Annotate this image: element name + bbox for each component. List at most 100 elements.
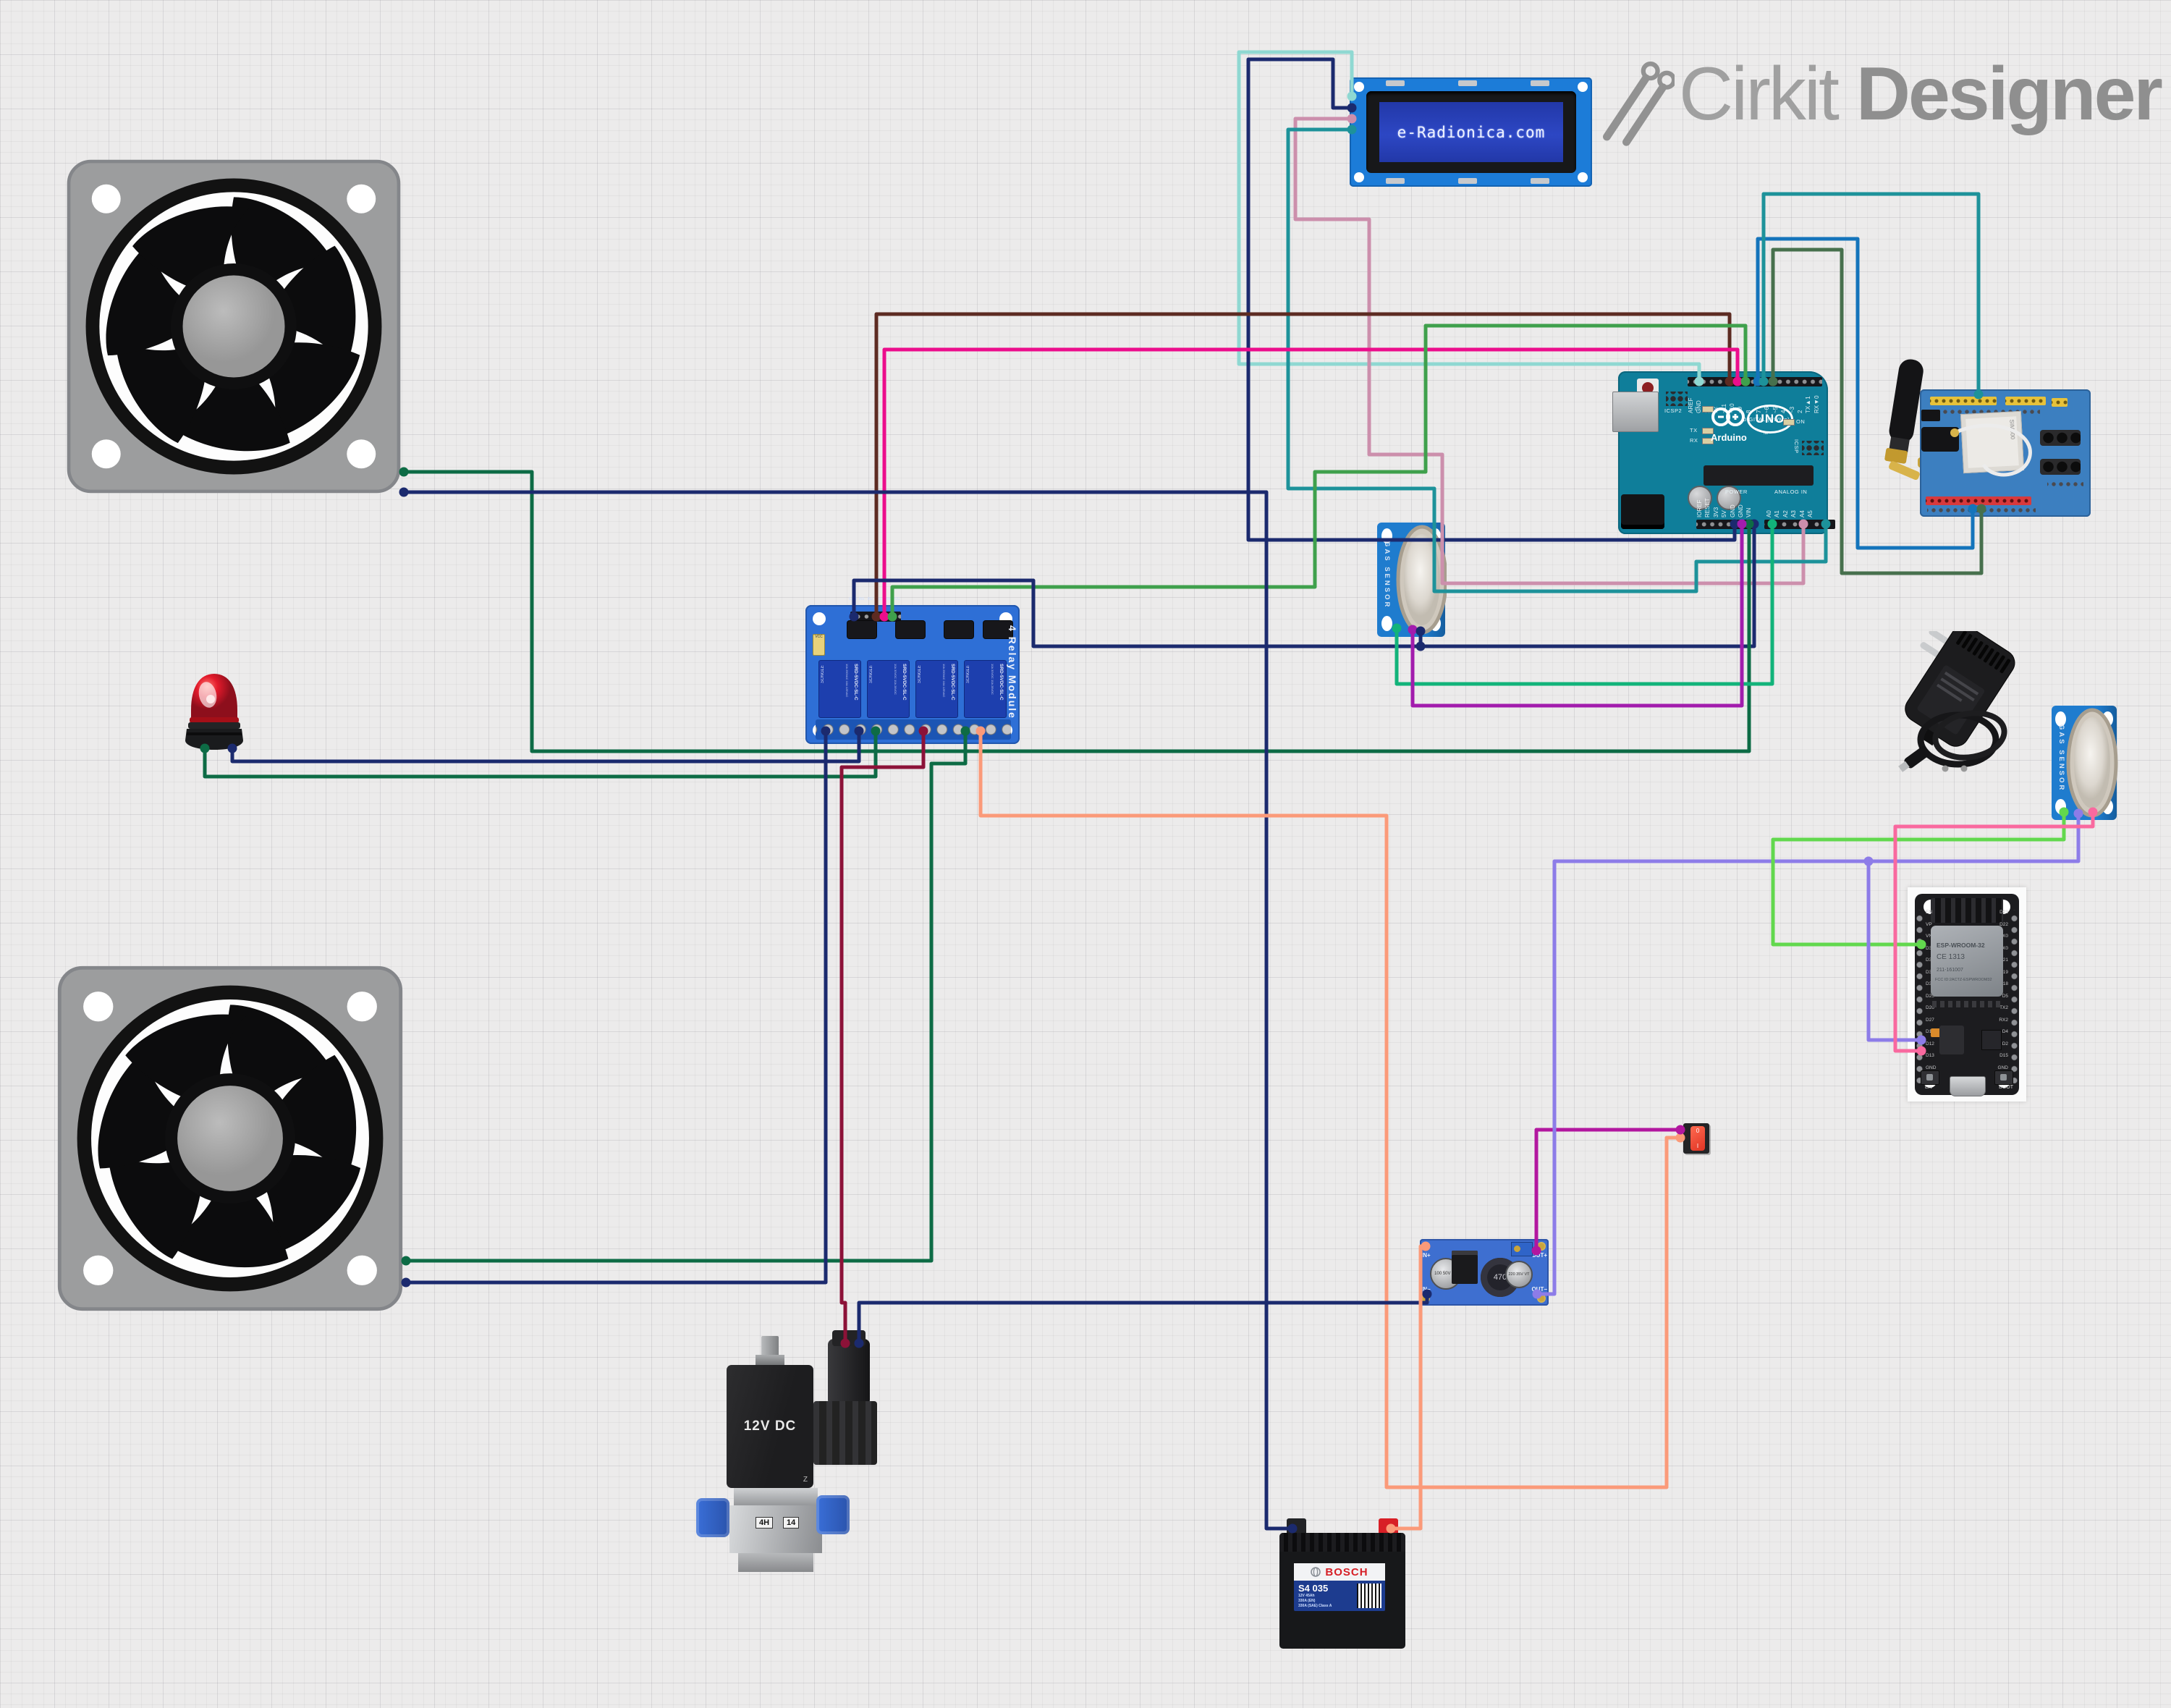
wire-endpoint[interactable] — [1863, 856, 1874, 866]
relay-4: SONGLE 10A 30VDC 10A 28VDC SRD-5VDC-SL-C — [964, 660, 1007, 718]
wire-beacon-neg[interactable] — [230, 729, 861, 764]
battery[interactable]: BOSCH S4 035 12V 45Ah 330A (EN) 330A (SA… — [1279, 1518, 1405, 1650]
wire-gas1-gnd[interactable] — [1410, 522, 1744, 708]
wire-relay-in3[interactable] — [874, 312, 1732, 619]
mount-hole — [813, 612, 826, 625]
pin-label: ~3 — [1788, 406, 1795, 413]
trim-potentiometer[interactable] — [1511, 1242, 1533, 1256]
boot-button[interactable] — [1994, 1070, 2013, 1085]
esp32-devkit[interactable]: ENVPVND34D35D32D33D25D26D27D14D12D13GNDV… — [1908, 887, 2026, 1102]
relay-screw-terminals[interactable] — [816, 719, 1011, 740]
fan-bottom[interactable] — [54, 961, 406, 1316]
in-pos-pad[interactable] — [1421, 1242, 1430, 1251]
relay-input-header[interactable] — [850, 612, 901, 622]
gsm-antenna-cable — [1950, 423, 2032, 477]
wire-valve-neg[interactable] — [857, 1292, 1429, 1345]
wire-relay-in4[interactable] — [882, 347, 1740, 619]
wire-switch-out[interactable] — [1534, 1128, 1683, 1253]
gsm-audio-jacks[interactable] — [2040, 430, 2081, 446]
wire-buck-outneg[interactable] — [1535, 859, 1871, 1296]
esp32-shield: ESP-WROOM-32 CE 1313 211-161007 FCC ID:2… — [1931, 926, 2003, 997]
pin-label: D23 — [1999, 910, 2008, 915]
pin-label: A2 — [1782, 510, 1789, 517]
gsm-sim900-shield[interactable]: SIM900 — [1920, 389, 2091, 517]
in-neg-pad[interactable] — [1421, 1294, 1430, 1303]
digital-header-left[interactable] — [1688, 377, 1754, 386]
wire-fan2-pos[interactable] — [404, 729, 968, 1263]
gas-sensor-label: GAS SENSOR — [1383, 541, 1391, 609]
relay-part: SRD-5VDC-SL-C — [853, 664, 858, 701]
rocker-switch[interactable]: 0 I — [1683, 1123, 1709, 1154]
pin-label: VCC — [892, 597, 900, 601]
wire-beacon-pos[interactable] — [203, 729, 878, 779]
valve-coil: 12V DC Z — [727, 1365, 813, 1488]
mount-hole — [1354, 82, 1364, 92]
pin-label: D12 — [1926, 1041, 1934, 1047]
wire-endpoint[interactable] — [1415, 641, 1426, 651]
pin-label: IN1 — [858, 597, 865, 601]
power-jack[interactable] — [1621, 494, 1664, 529]
in-neg-label: IN− — [1421, 1286, 1431, 1293]
esp32-pins-left[interactable] — [1915, 910, 1924, 1083]
out-neg-pad[interactable] — [1537, 1294, 1546, 1303]
relay-module-label: 4 Relay Module — [1007, 625, 1018, 719]
lcd-screen-text: e-Radionica.com — [1397, 123, 1546, 141]
push-fitting-left — [696, 1498, 729, 1537]
pin-label: TX►1 — [1805, 396, 1812, 413]
mount-hole — [2055, 711, 2066, 727]
shield-ce: CE 1313 — [1937, 953, 1965, 961]
wire-relay-k1[interactable] — [978, 729, 1683, 1489]
app-logo: Cirkit Designer — [1596, 56, 2163, 152]
gas-sensor-2[interactable]: GAS SENSOR — [2052, 706, 2118, 820]
mount-hole — [1578, 82, 1588, 92]
gsm-audio-jacks2[interactable] — [2040, 459, 2081, 475]
arduino-infinity-logo — [1711, 407, 1745, 426]
lcd-display[interactable]: e-Radionica.com — [1350, 77, 1592, 187]
usb-port[interactable] — [1612, 392, 1659, 432]
gsm-switch[interactable] — [1921, 410, 1940, 421]
esp32-pins-right[interactable] — [2010, 910, 2019, 1083]
arduino-uno[interactable]: RESET ICSP2 AREFGND1312~11~10~98 7~6~54~… — [1612, 371, 1835, 534]
wire-gas1-sig[interactable] — [1395, 522, 1774, 686]
analog-header[interactable] — [1764, 520, 1835, 529]
pin-label: GND — [849, 597, 858, 601]
battery-spec: 330A (EN) — [1298, 1599, 1316, 1603]
solenoid-valve[interactable]: 12V DC Z 4H 14 — [696, 1330, 881, 1576]
fan-top[interactable] — [64, 153, 404, 499]
digital-header-right[interactable] — [1756, 377, 1822, 386]
gas-sensor-1[interactable]: GAS SENSOR — [1377, 523, 1447, 637]
out-pos-label: OUT+ — [1531, 1252, 1547, 1259]
en-button[interactable] — [1921, 1070, 1939, 1085]
battery-top — [1279, 1533, 1405, 1552]
mount-hole — [2055, 799, 2066, 814]
pin-label: D13 — [1926, 1053, 1934, 1058]
pin-label: GND — [1737, 504, 1744, 517]
power-header[interactable] — [1696, 520, 1756, 529]
wire-relay-k2[interactable] — [839, 729, 926, 1345]
power-adapter[interactable] — [1895, 631, 2034, 776]
relay-vcc-jumper[interactable]: VCC — [813, 634, 825, 656]
optocoupler — [847, 621, 876, 638]
gsm-header-yellow[interactable] — [1930, 397, 1997, 405]
gsm-jumper[interactable] — [2052, 398, 2068, 407]
led-tx-label: TX — [1690, 427, 1698, 434]
battery-label: BOSCH S4 035 12V 45Ah 330A (EN) 330A (SA… — [1294, 1563, 1385, 1611]
gsm-header-yellow2[interactable] — [2005, 397, 2046, 405]
gsm-header-red[interactable] — [1926, 496, 2031, 505]
alarm-beacon[interactable] — [181, 672, 247, 753]
icsp2-header[interactable] — [1666, 392, 1688, 406]
out-pos-pad[interactable] — [1537, 1242, 1546, 1251]
solder-pad — [1458, 80, 1477, 86]
tm-mark: ™ — [1763, 432, 1768, 437]
buck-converter[interactable]: IN+ IN− OUT+ OUT− 100 50V VT 470 220 35V… — [1420, 1239, 1549, 1306]
wire-fan2-neg[interactable] — [404, 729, 828, 1285]
esp32-micro-usb[interactable] — [1950, 1076, 1986, 1096]
icsp-header[interactable] — [1802, 441, 1824, 455]
pin-label: 3V3 — [1712, 507, 1719, 517]
mount-hole — [1381, 616, 1392, 631]
solder-pad — [1386, 80, 1405, 86]
wire-fan1-pos[interactable] — [402, 470, 1751, 753]
wire-gsm-pwr[interactable] — [1761, 192, 1981, 397]
regulator-ic — [1452, 1251, 1478, 1284]
